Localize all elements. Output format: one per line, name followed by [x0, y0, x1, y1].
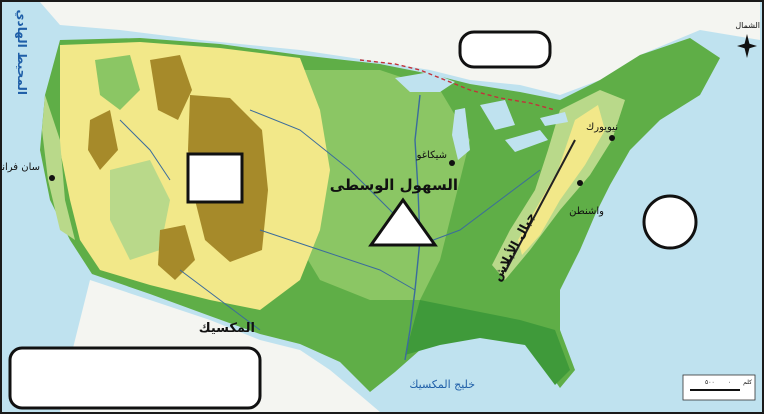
gulf-coastal-plain — [405, 300, 570, 385]
lake-erie — [505, 130, 548, 152]
washington-dot — [577, 180, 583, 186]
triangle-blank[interactable] — [368, 197, 438, 247]
sierra-patch — [88, 110, 118, 170]
north-arrow-icon — [744, 34, 750, 46]
new-york-dot — [609, 135, 615, 141]
san-francisco-dot — [49, 175, 55, 181]
canada-border — [359, 59, 556, 111]
lake-michigan — [452, 108, 470, 160]
lake-huron — [480, 100, 515, 130]
appalachian-ridge — [518, 105, 605, 255]
cascade-patch — [95, 55, 140, 110]
canada-land — [40, 2, 760, 95]
lake-superior — [395, 72, 455, 92]
label-washington: واشنطن — [569, 206, 604, 217]
label-central-plains: السهول الوسطى — [330, 176, 458, 194]
pacific-coast-strip — [42, 95, 75, 240]
scale-left: ٥٠٠ — [705, 379, 715, 386]
label-chicago: شيكاغو — [416, 150, 447, 161]
lake-ontario — [540, 112, 568, 126]
great-basin — [110, 160, 170, 260]
label-mexico: المكسيك — [199, 321, 255, 336]
appalachian-line — [504, 139, 576, 273]
circle-blank[interactable] — [642, 194, 698, 250]
scale-bar: ٥٠٠ ٠ كلم — [682, 374, 756, 401]
arkansas-river — [259, 229, 416, 291]
label-pacific-ocean: المحيط الهادي — [15, 10, 29, 95]
columbia-river — [119, 119, 171, 181]
scale-mid: ٠ — [728, 379, 731, 386]
northern-rockies — [150, 55, 192, 120]
label-new-york: نيويورك — [586, 122, 618, 133]
north-arrow: الشمال — [735, 21, 760, 58]
rounded-rectangle-blank[interactable] — [458, 30, 552, 69]
label-north: الشمال — [735, 21, 760, 30]
southwest-mountains — [158, 225, 195, 280]
square-blank[interactable] — [186, 152, 244, 204]
rio-grande — [179, 269, 261, 331]
rectangle-blank[interactable] — [8, 346, 262, 410]
scale-unit: كلم — [743, 379, 752, 386]
label-gulf-of-mexico: خليج المكسيك — [409, 378, 475, 391]
ohio-river — [419, 169, 541, 246]
chicago-dot — [449, 160, 455, 166]
label-san-francisco: سان فرانسيسكو — [0, 162, 40, 173]
